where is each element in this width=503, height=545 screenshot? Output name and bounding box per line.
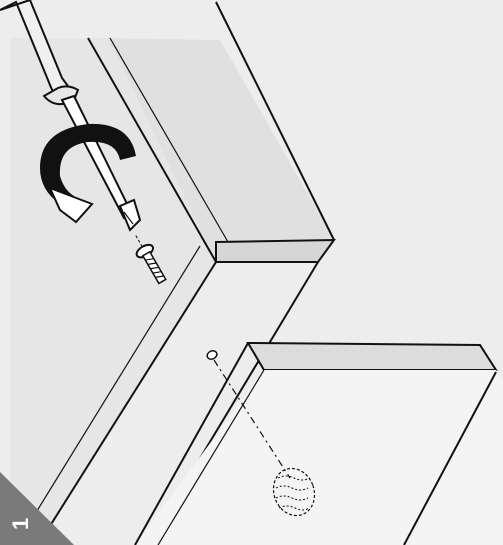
step-number: 1 (8, 518, 33, 530)
panel-end-face (216, 240, 334, 262)
shelf-top-face (248, 343, 496, 370)
